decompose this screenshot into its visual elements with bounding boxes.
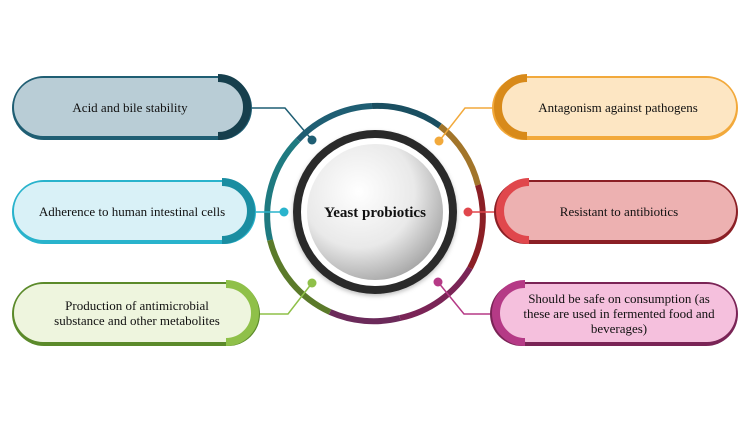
dot-safe	[433, 277, 443, 287]
ring-segment-bottom-right	[399, 266, 473, 321]
center-title: Yeast probiotics	[324, 204, 426, 221]
connector-antagonism	[439, 107, 495, 141]
connector-antimicrobial	[258, 282, 313, 315]
item-antimicrobial: Production of antimicrobial substance an…	[22, 284, 252, 342]
ring-segment-top-left	[295, 103, 373, 143]
item-adherence: Adherence to human intestinal cells	[14, 182, 250, 240]
item-antibiotics: Resistant to antibiotics	[502, 182, 736, 240]
left-pills	[12, 74, 260, 346]
item-label-safe: Should be safe on consumption (as these …	[523, 290, 715, 336]
item-label-antibiotics: Resistant to antibiotics	[559, 203, 679, 219]
ring-segment-top-right	[438, 123, 481, 186]
item-label-acid-bile: Acid and bile stability	[72, 99, 188, 115]
item-antagonism: Antagonism against pathogens	[500, 78, 736, 136]
center-disc	[307, 144, 443, 280]
ring-segment-bottom-left	[267, 239, 332, 315]
connector-dots	[279, 135, 473, 288]
ring-segment-right	[467, 184, 486, 270]
connector-acid-bile	[250, 107, 313, 141]
ring-segment-top	[371, 102, 442, 129]
item-safe: Should be safe on consumption (as these …	[512, 284, 726, 342]
right-pills	[490, 74, 738, 346]
dot-antimicrobial	[307, 278, 317, 288]
dot-adherence	[279, 207, 289, 217]
connector-safe	[437, 281, 494, 315]
item-label-adherence: Adherence to human intestinal cells	[38, 203, 226, 219]
dot-antagonism	[434, 136, 444, 146]
dot-acid-bile	[307, 135, 317, 145]
outer-ring	[264, 102, 486, 325]
dot-antibiotics	[463, 207, 473, 217]
ring-segment-left	[264, 137, 301, 241]
item-label-antagonism: Antagonism against pathogens	[538, 99, 698, 115]
connectors	[250, 107, 497, 315]
ring-segment-bottom	[328, 309, 401, 325]
item-label-antimicrobial: Production of antimicrobial substance an…	[54, 298, 220, 328]
item-acid-bile: Acid and bile stability	[14, 78, 246, 136]
